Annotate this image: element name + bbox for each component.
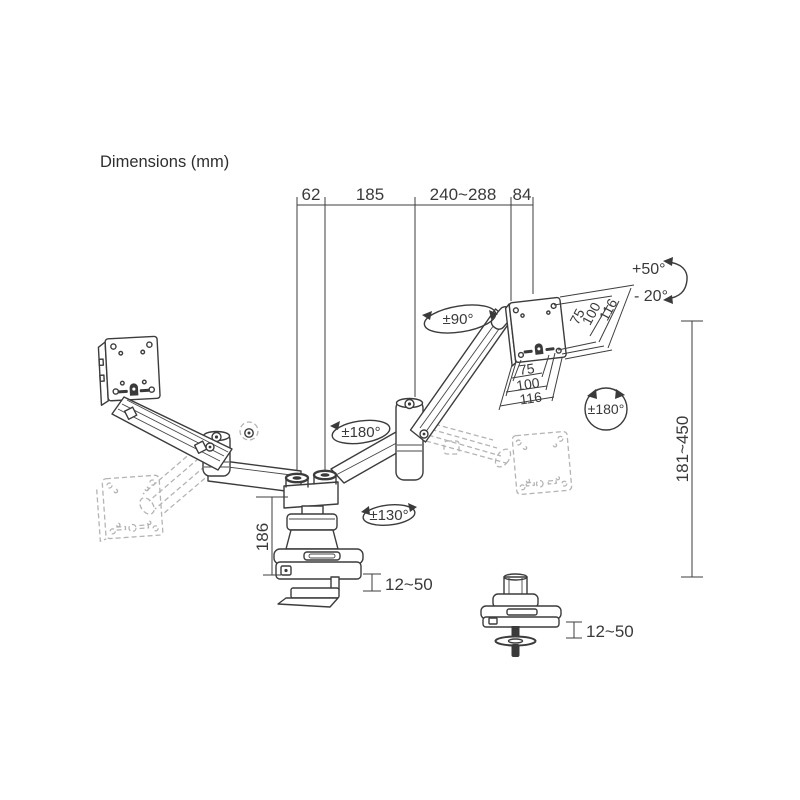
grommet-bolt — [511, 626, 520, 640]
dim-upper-arm-reach: 240~288 — [430, 185, 497, 204]
vesa-horizontal-116: 116 — [519, 389, 544, 408]
vesa-horizontal-75: 75 — [518, 360, 536, 378]
page-title: Dimensions (mm) — [100, 153, 229, 171]
arm-pivot-right — [312, 469, 338, 485]
right-elbow-joint — [395, 397, 424, 481]
angle-pole-rotation: ±180° — [341, 424, 380, 441]
screen-rotation-circle — [584, 387, 628, 431]
grommet-mount-detail: 12~50 — [480, 573, 634, 657]
vesa-side-dimensions: 75 100 116 — [553, 284, 635, 360]
clamp-lower-jaw — [290, 587, 340, 599]
dim-joint-spacing: 62 — [302, 185, 321, 204]
clamp-thickness-dimension: 12~50 — [363, 573, 433, 594]
ghost-wrist-joint — [139, 497, 155, 515]
vesa-plate-left — [97, 335, 161, 406]
ghost-right-arm-position — [411, 417, 573, 496]
base-swivel-ellipse — [362, 503, 416, 527]
ghost-vesa-plate-left — [96, 474, 164, 542]
tilt-arrow — [666, 261, 688, 300]
pole-and-desk-clamp — [273, 469, 364, 608]
dim-height-range: 181~450 — [673, 416, 692, 483]
arm-pivot-left — [284, 472, 310, 488]
dim-clamp-thickness: 12~50 — [385, 575, 433, 594]
mount-slot — [139, 388, 150, 393]
pole-height-dimension: 186 — [253, 496, 288, 576]
height-range-dimension: 181~450 — [673, 320, 703, 578]
dual-pivot-block — [283, 481, 339, 509]
vesa-horizontal-100: 100 — [515, 374, 541, 393]
pole-collar — [286, 513, 338, 531]
angle-annotations: +50° - 20° ±90° ±180° ±130° ±180° — [330, 257, 688, 527]
ghost-elbow-arc — [239, 421, 259, 441]
left-arm-assembly — [97, 335, 302, 494]
dim-grommet-thickness: 12~50 — [586, 622, 634, 641]
clamp-foot-pad — [277, 597, 339, 608]
angle-arm-swivel: ±90° — [443, 311, 474, 328]
vesa-bottom-dimensions: 75 100 116 — [498, 352, 563, 411]
right-gas-spring-arm — [409, 308, 512, 443]
vesa-plate-right — [504, 296, 567, 367]
pole-base-bell — [285, 529, 339, 550]
angle-tilt-up: +50° — [632, 261, 666, 278]
mount-slot — [117, 389, 128, 394]
left-gas-spring-arm — [111, 396, 233, 471]
clamp-release-button — [280, 565, 292, 576]
ghost-cable-clip — [443, 440, 460, 455]
grommet-front-face — [482, 616, 560, 628]
grommet-thickness-dimension: 12~50 — [566, 621, 634, 641]
angle-base-swivel: ±130° — [369, 507, 408, 524]
ghost-wrist-joint — [494, 448, 512, 468]
angle-tilt-down: - 20° — [634, 288, 668, 305]
right-arm-assembly — [330, 296, 567, 484]
dim-pole-height: 186 — [253, 523, 272, 551]
angle-screen-rotation: ±180° — [588, 401, 625, 417]
dim-head-offset: 84 — [513, 185, 532, 204]
rotation-arrow-ellipse — [331, 419, 391, 445]
grommet-button — [488, 617, 498, 625]
vesa-vertical-75: 75 — [566, 306, 588, 327]
mount-slot — [545, 347, 555, 352]
mount-slot — [523, 349, 533, 354]
desk-clamp — [273, 548, 364, 608]
dim-lower-arm-reach: 185 — [356, 185, 384, 204]
ghost-vesa-plate-right — [511, 430, 573, 496]
top-dimension-chain: 62 185 240~288 84 — [296, 185, 534, 476]
